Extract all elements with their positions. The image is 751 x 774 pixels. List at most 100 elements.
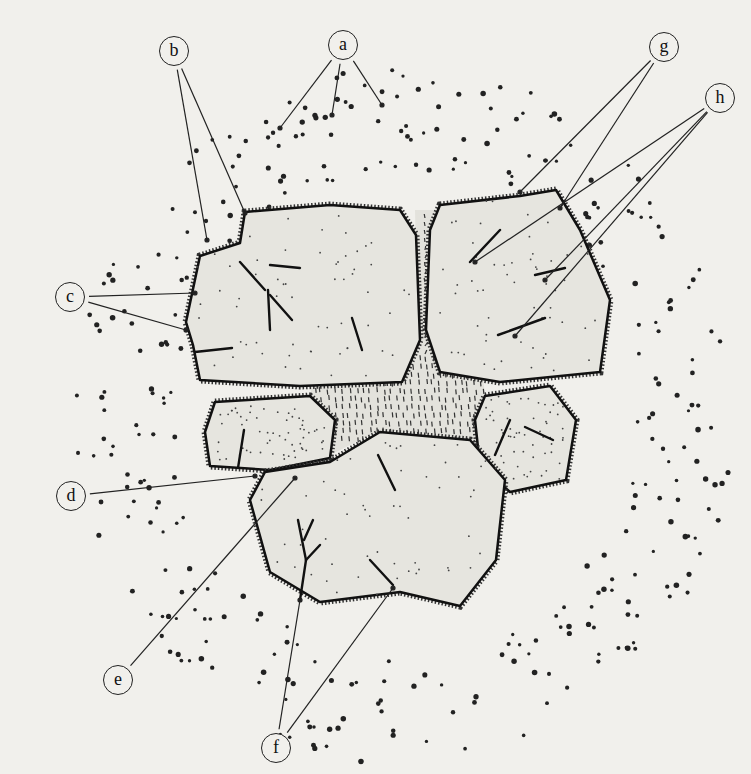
aggregate bbox=[205, 396, 335, 470]
fine-particle bbox=[241, 424, 243, 426]
fine-particle bbox=[305, 495, 307, 497]
sand-grain bbox=[627, 164, 630, 167]
sand-grain bbox=[650, 411, 655, 416]
sand-grain bbox=[364, 167, 368, 171]
sand-grain bbox=[507, 170, 512, 175]
sand-grain bbox=[306, 719, 310, 723]
sand-grain bbox=[181, 516, 185, 520]
sand-grain bbox=[213, 571, 217, 575]
fibre bbox=[328, 395, 330, 400]
fine-particle bbox=[276, 295, 278, 297]
fine-particle bbox=[532, 253, 534, 255]
sand-grain bbox=[97, 329, 102, 334]
fibre bbox=[406, 405, 408, 410]
sand-grain bbox=[511, 633, 514, 636]
fine-particle bbox=[393, 505, 395, 507]
fine-particle bbox=[302, 528, 304, 530]
fibre bbox=[368, 397, 370, 402]
sand-grain bbox=[126, 515, 130, 519]
sand-grain bbox=[597, 652, 600, 655]
sand-grain bbox=[518, 643, 522, 647]
sand-grain bbox=[624, 529, 628, 533]
sand-grain bbox=[422, 672, 427, 677]
leader-dot bbox=[293, 476, 297, 480]
fine-particle bbox=[532, 347, 534, 349]
fine-particle bbox=[535, 266, 537, 268]
fine-particle bbox=[277, 279, 279, 281]
fine-particle bbox=[451, 352, 453, 354]
fibre bbox=[385, 420, 387, 425]
sand-grain bbox=[163, 568, 167, 572]
sand-grain bbox=[341, 716, 347, 722]
fine-particle bbox=[485, 418, 487, 420]
sand-grain bbox=[300, 119, 305, 124]
sand-grain bbox=[654, 376, 659, 381]
fibre bbox=[441, 405, 443, 410]
sand-grain bbox=[703, 476, 708, 481]
sand-grain bbox=[652, 550, 655, 553]
sand-grain bbox=[592, 626, 596, 630]
callout-circle: a bbox=[328, 30, 358, 60]
sand-grain bbox=[557, 117, 562, 122]
fine-particle bbox=[493, 368, 495, 370]
sand-grain bbox=[602, 552, 607, 557]
fine-particle bbox=[343, 493, 345, 495]
fine-particle bbox=[451, 222, 453, 224]
sand-grain bbox=[228, 213, 233, 218]
fibre bbox=[462, 388, 464, 393]
sand-grain bbox=[668, 519, 673, 524]
sand-grain bbox=[637, 323, 641, 327]
fine-particle bbox=[511, 262, 513, 264]
fine-particle bbox=[508, 403, 510, 405]
sand-grain bbox=[329, 678, 334, 683]
fine-particle bbox=[513, 436, 515, 438]
sand-grain bbox=[633, 573, 637, 577]
fine-particle bbox=[400, 445, 402, 447]
callout-letter: a bbox=[339, 35, 347, 53]
sand-grain bbox=[266, 135, 270, 139]
sand-grain bbox=[376, 119, 380, 123]
sand-grain bbox=[425, 740, 428, 743]
sand-grain bbox=[236, 153, 241, 158]
fibre bbox=[419, 355, 421, 360]
sand-grain bbox=[110, 278, 115, 283]
sand-grain bbox=[590, 605, 594, 609]
sand-grain bbox=[243, 139, 248, 144]
fibre bbox=[356, 404, 358, 409]
sand-grain bbox=[222, 614, 227, 619]
fibre bbox=[384, 396, 386, 401]
fibre bbox=[426, 364, 428, 369]
sand-grain bbox=[203, 617, 207, 621]
fine-particle bbox=[393, 563, 395, 565]
sand-grain bbox=[686, 572, 691, 577]
sand-grain bbox=[187, 566, 192, 571]
fine-particle bbox=[301, 447, 303, 449]
fine-particle bbox=[408, 570, 410, 572]
fibre bbox=[410, 421, 412, 426]
fibre bbox=[348, 436, 350, 441]
fine-particle bbox=[549, 317, 551, 319]
sand-grain bbox=[656, 381, 661, 386]
fine-particle bbox=[325, 538, 327, 540]
fine-particle bbox=[249, 411, 251, 413]
sand-grain bbox=[99, 500, 104, 505]
fine-particle bbox=[294, 566, 296, 568]
sand-grain bbox=[647, 416, 651, 420]
sand-grain bbox=[305, 179, 309, 183]
sand-grain bbox=[382, 679, 386, 683]
sand-grain bbox=[569, 144, 572, 147]
sand-grain bbox=[162, 396, 165, 399]
fibre bbox=[475, 390, 477, 395]
sand-grain bbox=[149, 613, 153, 617]
sand-grain bbox=[668, 306, 673, 311]
sand-grain bbox=[695, 427, 701, 433]
fine-particle bbox=[240, 416, 242, 418]
sand-grain bbox=[585, 215, 589, 219]
fine-particle bbox=[283, 283, 285, 285]
sand-grain bbox=[199, 656, 205, 662]
sand-grain bbox=[687, 286, 690, 289]
sand-grain bbox=[596, 590, 601, 595]
fibre bbox=[455, 380, 457, 385]
fibre bbox=[445, 427, 447, 432]
fine-particle bbox=[562, 437, 564, 439]
